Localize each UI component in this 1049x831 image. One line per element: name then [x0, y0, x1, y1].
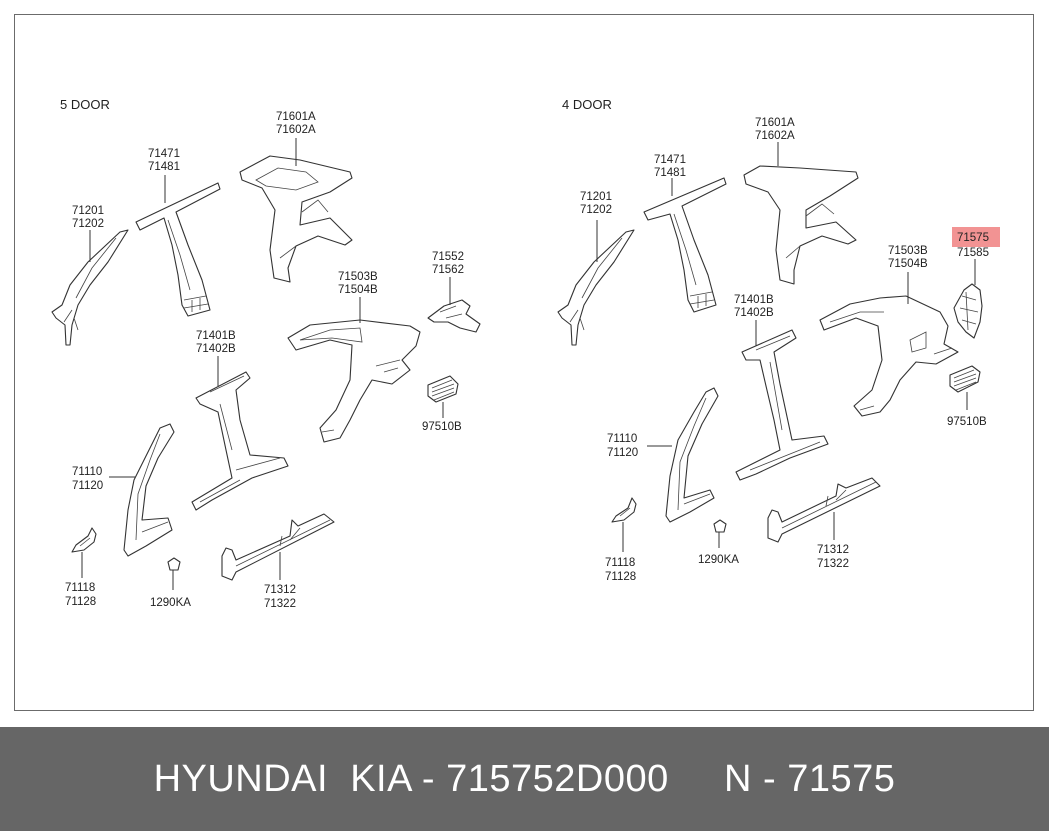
callout-71402b: 71402B — [196, 343, 236, 355]
callout-71575: 71575 — [957, 232, 989, 244]
callout-71120-4door: 71120 — [607, 447, 638, 459]
part-71201-a-pillar — [51, 229, 129, 346]
callout-71471-4door: 71471 — [654, 154, 686, 166]
part-71118-bracket-4door — [611, 497, 637, 523]
callout-71202-4door: 71202 — [580, 204, 612, 216]
part-71503b-quarter-panel-4door — [819, 295, 959, 417]
callout-97510b-right: 97510B — [947, 416, 987, 428]
callout-71585: 71585 — [957, 247, 989, 259]
part-71201-a-pillar-4door — [557, 229, 635, 346]
callout-71118-4door: 71118 — [605, 557, 635, 569]
callout-1290ka-right: 1290KA — [698, 554, 739, 566]
part-71401b-pillar-inner-4door — [735, 329, 829, 481]
callout-71481: 71481 — [148, 161, 180, 173]
parts-diagram: 5 DOOR 4 DOOR 71201 71202 71471 71481 71… — [51, 97, 1000, 610]
diagram-frame — [14, 14, 1034, 711]
footer-part-number: HYUNDAI KIA - 715752D000 N - 71575 — [153, 757, 896, 800]
callout-97510b-left: 97510B — [422, 421, 462, 433]
callout-71312-right: 71312 — [817, 544, 849, 556]
part-71575-highlighted — [953, 283, 983, 339]
callout-71602a-4door: 71602A — [755, 130, 795, 142]
callout-71201-4door: 71201 — [580, 191, 612, 203]
callout-71201: 71201 — [72, 205, 104, 217]
callout-71118: 71118 — [65, 582, 95, 594]
highlight-71575 — [952, 227, 1000, 247]
callout-71322-right: 71322 — [817, 558, 849, 570]
callout-71401b: 71401B — [196, 330, 236, 342]
part-97510b-vent-grille-4door — [949, 365, 981, 393]
part-71118-bracket — [71, 527, 97, 553]
footer-banner: HYUNDAI KIA - 715752D000 N - 71575 — [0, 727, 1049, 831]
callout-71312-left: 71312 — [264, 584, 296, 596]
part-71312-sill-panel — [221, 513, 335, 581]
part-1290ka-clip-4door — [713, 519, 727, 533]
callout-71110-4door: 71110 — [607, 433, 637, 445]
part-71312-sill-panel-4door — [767, 477, 881, 543]
callout-71504b: 71504B — [338, 284, 378, 296]
callout-71552: 71552 — [432, 251, 464, 263]
callout-71128-4door: 71128 — [605, 571, 636, 583]
callout-71322-left: 71322 — [264, 598, 296, 610]
callout-71562: 71562 — [432, 264, 464, 276]
section-title-5-door: 5 DOOR — [60, 97, 110, 112]
callout-71601a-4door: 71601A — [755, 117, 795, 129]
callout-71402b-4door: 71402B — [734, 307, 774, 319]
callout-71120: 71120 — [72, 480, 103, 492]
callout-71401b-4door: 71401B — [734, 294, 774, 306]
part-71471-b-pillar-4door — [643, 177, 727, 313]
part-1290ka-clip — [167, 557, 181, 571]
callout-71601a: 71601A — [276, 111, 316, 123]
part-71552-bracket — [427, 299, 481, 333]
callout-71504b-4door: 71504B — [888, 258, 928, 270]
callout-1290ka-left: 1290KA — [150, 597, 191, 609]
part-71110-front-pillar-lower — [123, 423, 175, 557]
part-71601a-rear-inner-panel — [239, 155, 353, 283]
callout-71602a: 71602A — [276, 124, 316, 136]
callout-71202: 71202 — [72, 218, 104, 230]
part-71471-b-pillar — [135, 182, 221, 317]
section-title-4-door: 4 DOOR — [562, 97, 612, 112]
part-97510b-vent-grille — [427, 375, 459, 403]
callout-71110: 71110 — [72, 466, 102, 478]
part-71601a-rear-inner-panel-4door — [743, 165, 859, 285]
callout-71503b-4door: 71503B — [888, 245, 928, 257]
part-71401b-pillar-inner — [191, 371, 289, 511]
callout-71481-4door: 71481 — [654, 167, 686, 179]
callout-71128: 71128 — [65, 596, 96, 608]
part-71503b-quarter-panel — [287, 319, 421, 443]
part-71110-front-pillar-lower-4door — [665, 387, 719, 523]
callout-71503b: 71503B — [338, 271, 378, 283]
callout-71471: 71471 — [148, 148, 180, 160]
